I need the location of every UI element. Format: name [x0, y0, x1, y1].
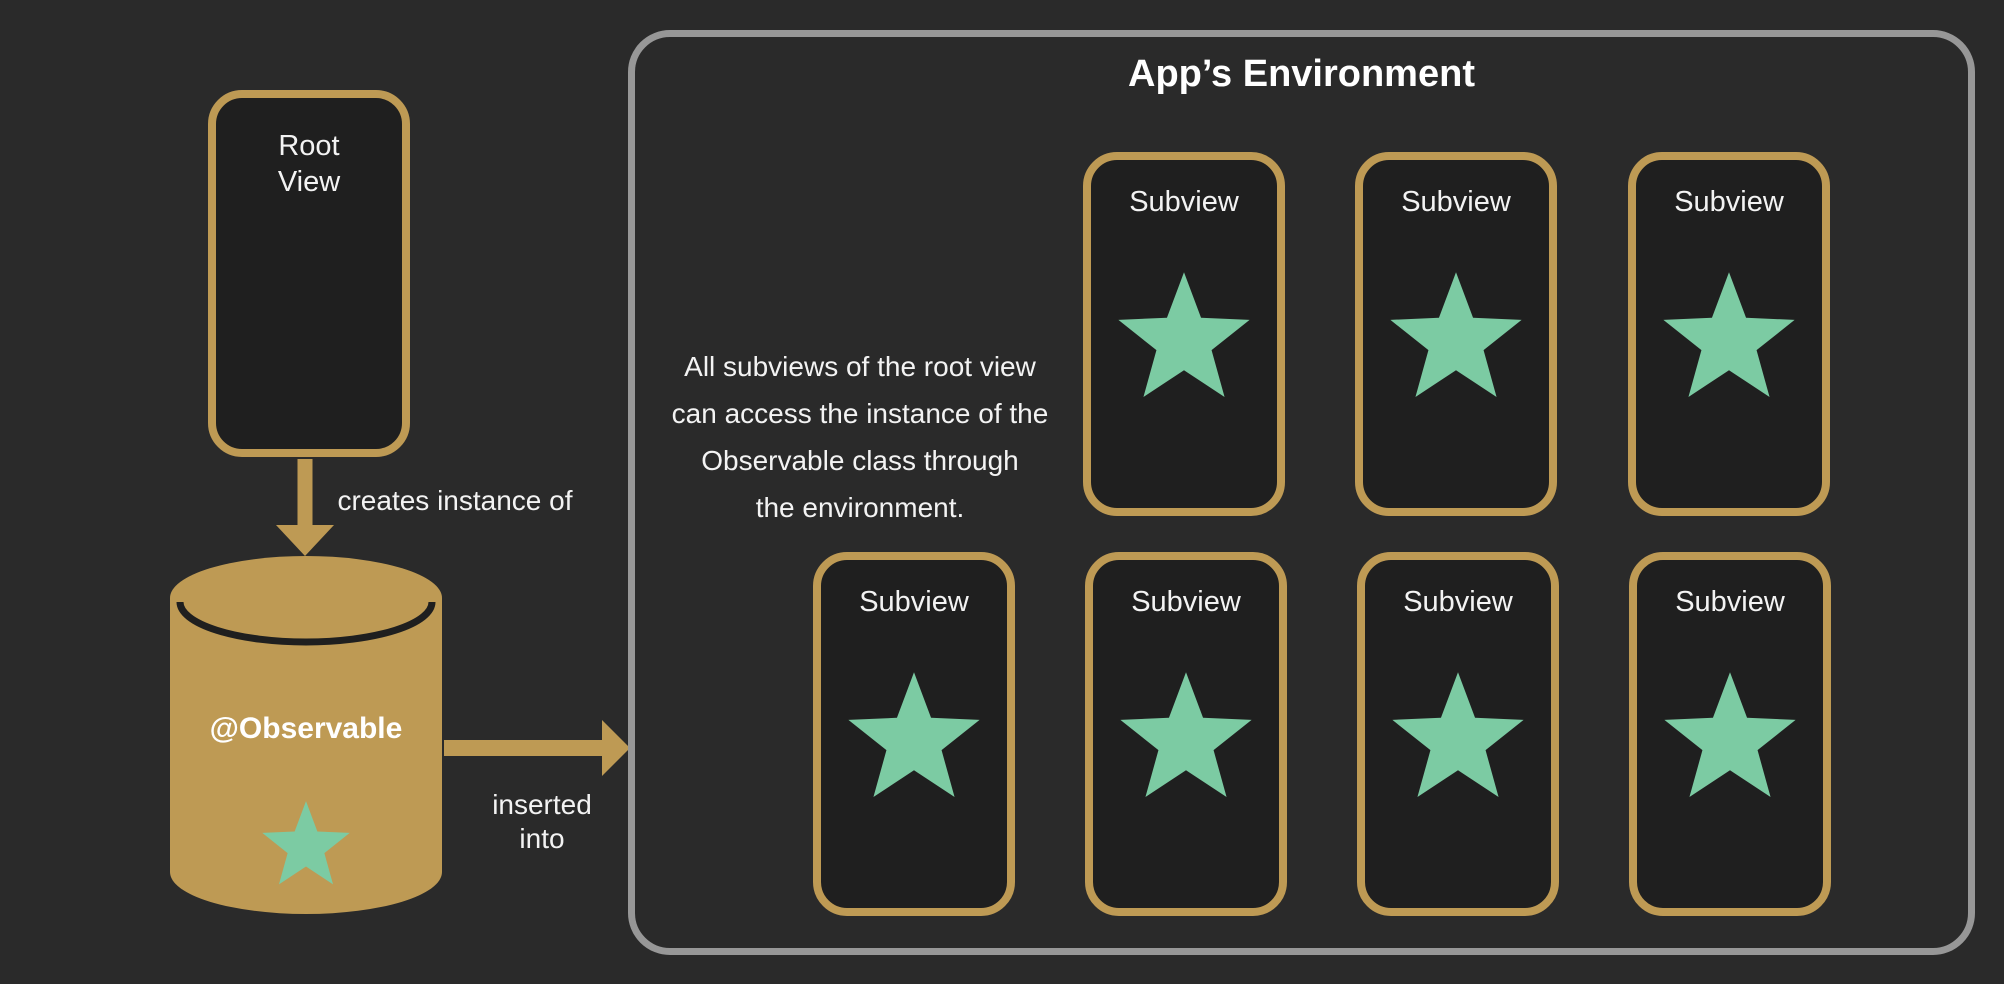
observable-label: @Observable [209, 712, 403, 745]
root-view-phone: Root View [208, 90, 410, 457]
subview-label: Subview [1403, 586, 1513, 618]
app-environment-box: App’s Environment All subviews of the ro… [628, 30, 1975, 955]
star-icon [1392, 672, 1524, 798]
star-icon [1663, 272, 1795, 398]
environment-description: All subviews of the root view can access… [671, 351, 1049, 523]
arrow-down-icon [276, 459, 334, 556]
subview-phone: Subview [1085, 552, 1287, 916]
star-icon [262, 801, 350, 885]
star-icon [1664, 672, 1796, 798]
database-icon [170, 556, 442, 914]
subview-phone: Subview [1355, 152, 1557, 516]
subview-phone: Subview [1357, 552, 1559, 916]
subview-label: Subview [1675, 586, 1785, 618]
environment-title: App’s Environment [1128, 53, 1475, 95]
subview-label: Subview [1129, 186, 1239, 218]
star-icon [1118, 272, 1250, 398]
creates-instance-label: creates instance of [337, 485, 573, 516]
observable-cylinder: @Observable [170, 554, 442, 916]
subview-label: Subview [1131, 586, 1241, 618]
subview-phone: Subview [1083, 152, 1285, 516]
subview-label: Subview [1401, 186, 1511, 218]
star-icon [1120, 672, 1252, 798]
subview-label: Subview [859, 586, 969, 618]
inserted-into-label: inserted into [492, 789, 592, 854]
subview-phone: Subview [1628, 152, 1830, 516]
subview-phone: Subview [813, 552, 1015, 916]
star-icon [848, 672, 980, 798]
subview-label: Subview [1674, 186, 1784, 218]
star-icon [1390, 272, 1522, 398]
arrow-right-icon [444, 720, 630, 776]
subview-phone: Subview [1629, 552, 1831, 916]
root-view-label: Root View [277, 130, 341, 198]
